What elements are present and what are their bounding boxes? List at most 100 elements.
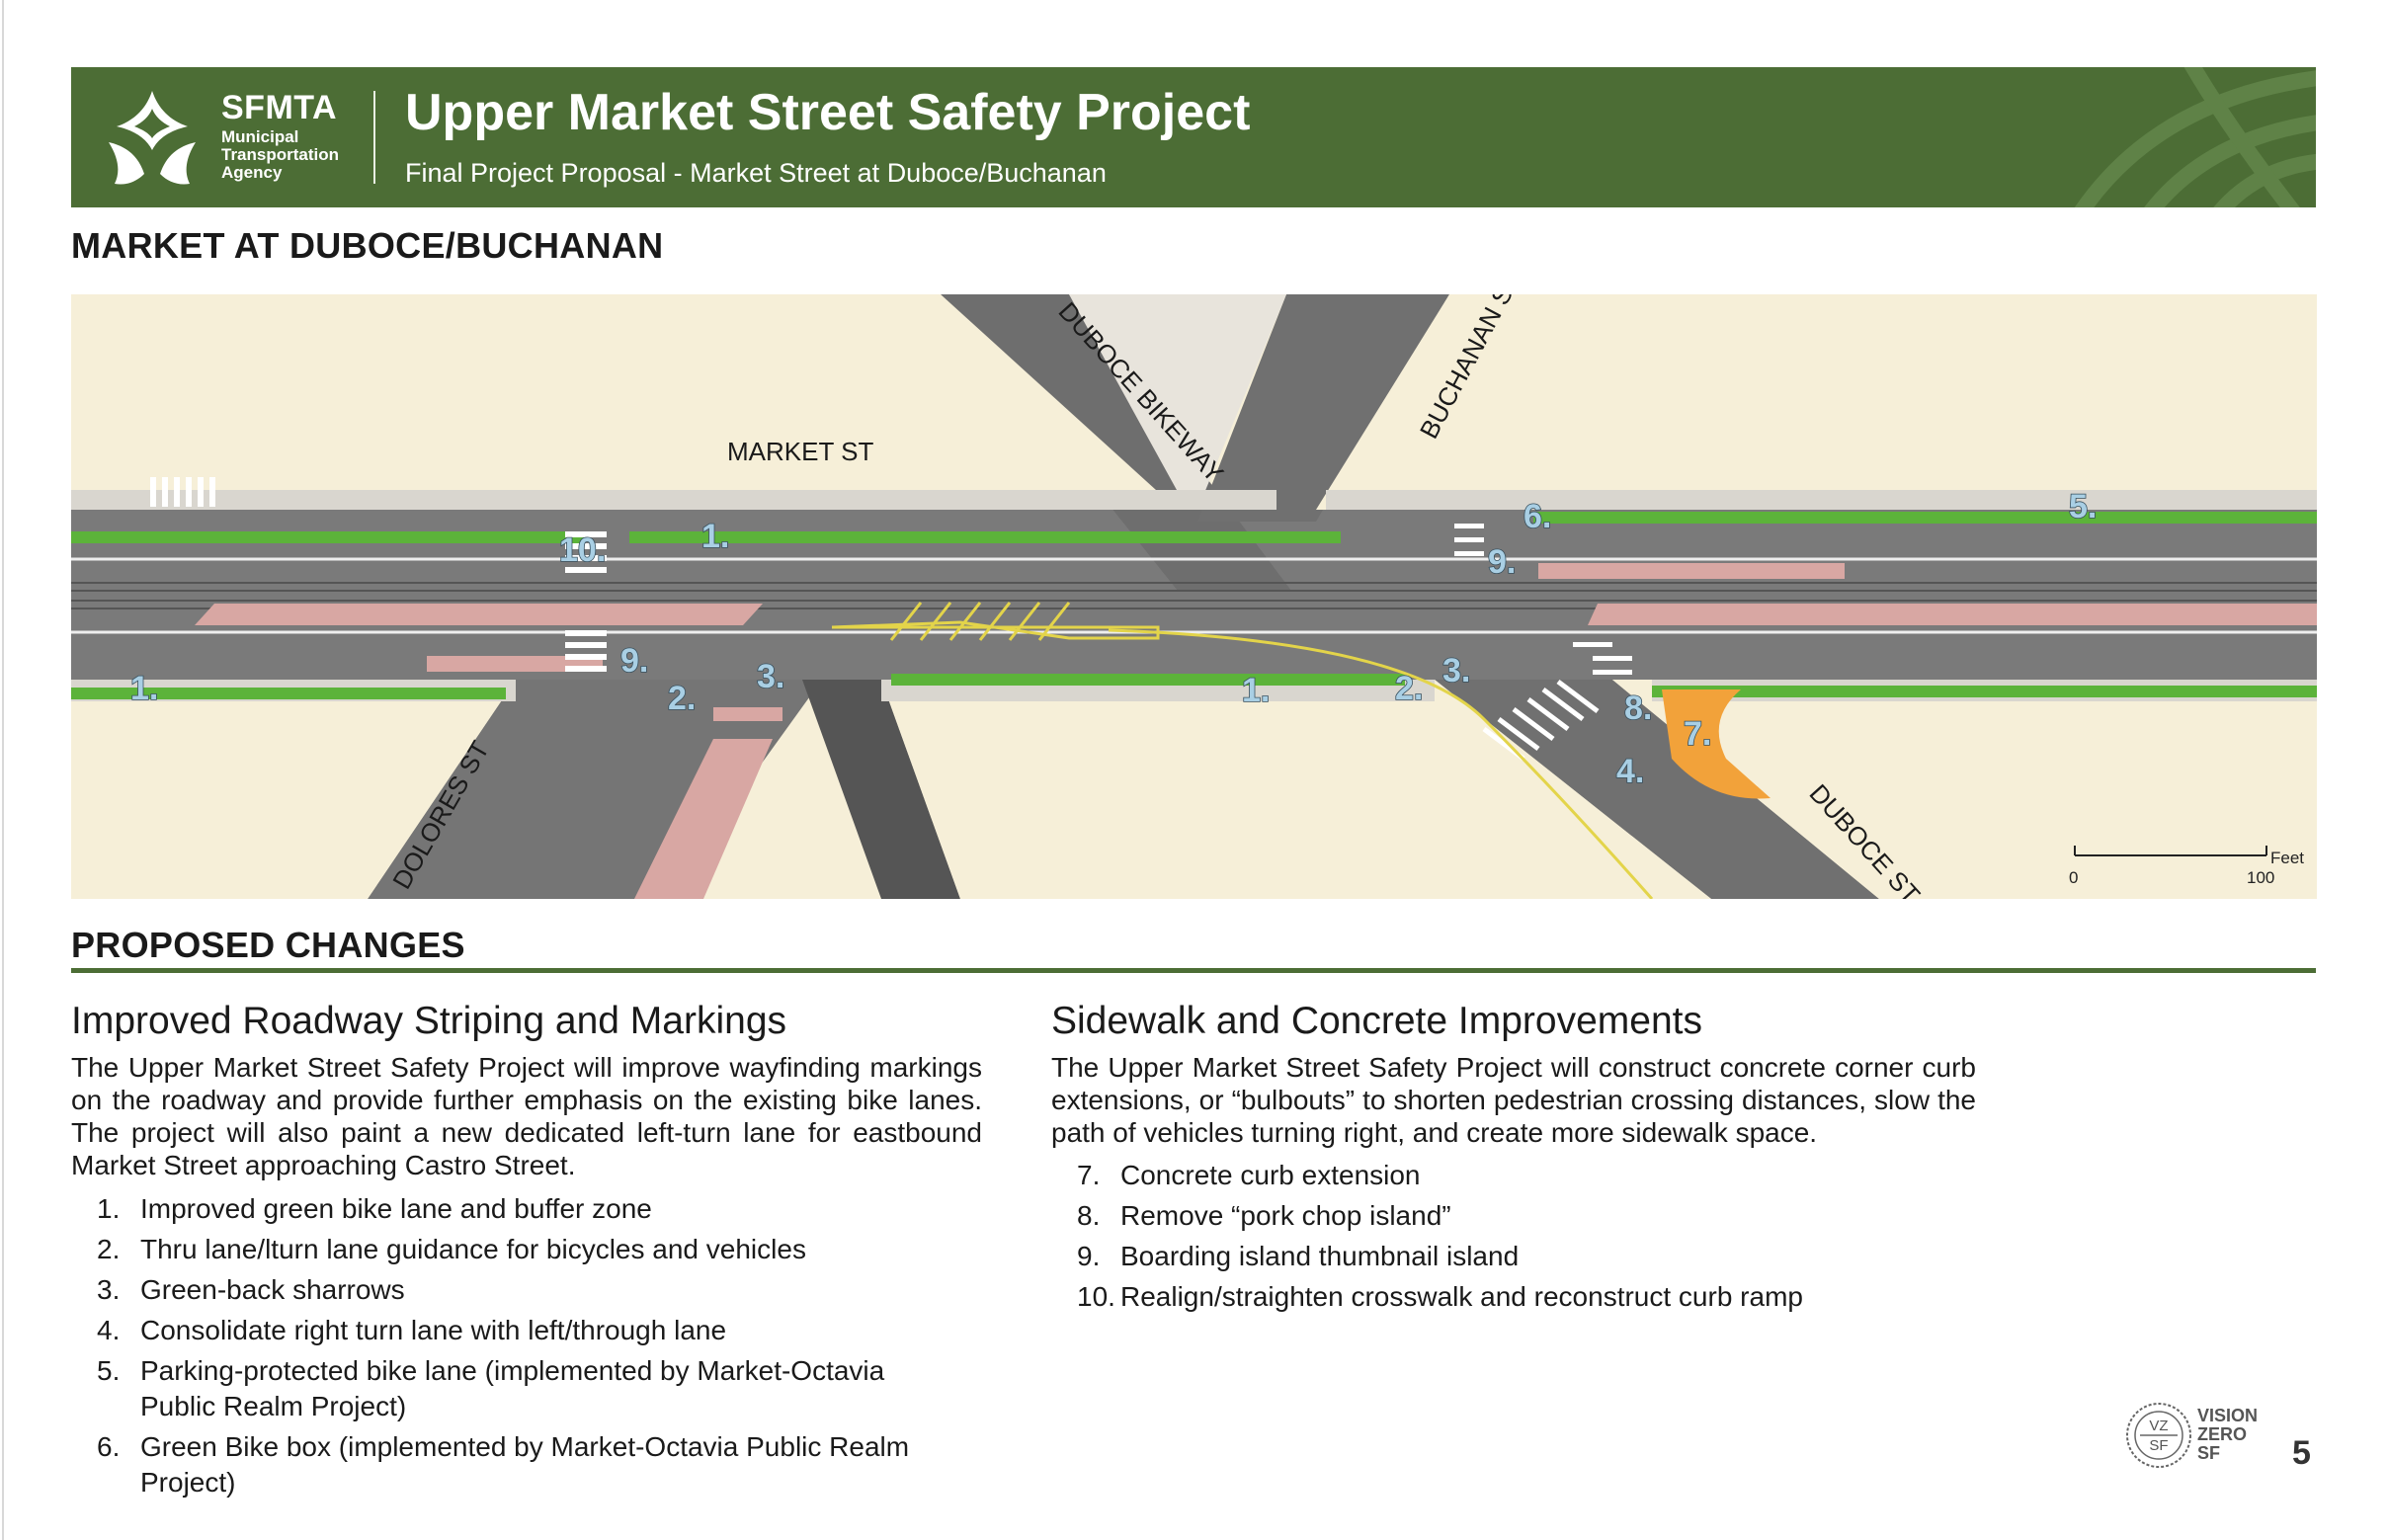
list-item: 4.Consolidate right turn lane with left/… <box>71 1313 960 1348</box>
sidewalk-south <box>881 680 1711 899</box>
right-change-list: 7. Concrete curb extension 8. Remove “pork… <box>1051 1158 1940 1320</box>
header-banner: SFMTA Municipal Transportation Agency Up… <box>71 67 2316 207</box>
list-item-number: 6. <box>97 1431 121 1462</box>
left-column-heading: Improved Roadway Striping and Markings <box>71 1000 787 1042</box>
vz-line-3: SF <box>2197 1443 2221 1463</box>
banner-decoration <box>2074 67 2316 207</box>
list-item: 9. Boarding island thumbnail island <box>1051 1239 1940 1274</box>
vision-zero-logo-text: VISION ZERO SF <box>2197 1407 2258 1463</box>
label-market-st: MARKET ST <box>727 437 873 466</box>
list-item: 8. Remove “pork chop island” <box>1051 1198 1940 1234</box>
org-subtitle: Municipal Transportation Agency <box>221 127 340 182</box>
vision-zero-badge-icon: VZ SF <box>2126 1403 2191 1468</box>
list-item-text: Thru lane/lturn lane guidance for bicycl… <box>140 1234 806 1264</box>
page-number: 5 <box>2292 1434 2311 1472</box>
callout-9-east: 9. <box>1488 543 1516 581</box>
callout-9-west: 9. <box>620 642 648 680</box>
scale-bar <box>2074 846 2267 856</box>
yellow-lane-line <box>1108 628 1654 899</box>
dolores-st-roadway <box>368 680 822 899</box>
intersection-map: MARKET ST DUBOCE BIKEWAY BUCHANAN ST DOL… <box>71 294 2317 899</box>
list-item-text: Concrete curb extension <box>1120 1160 1421 1190</box>
list-item-text: Improved green bike lane and buffer zone <box>140 1193 652 1224</box>
scale-start: 0 <box>2069 868 2078 887</box>
list-item: 7. Concrete curb extension <box>1051 1158 1940 1193</box>
callout-4: 4. <box>1616 753 1644 790</box>
intersection-map-drawing: MARKET ST DUBOCE BIKEWAY BUCHANAN ST DOL… <box>71 294 2317 899</box>
map-section-title: MARKET AT DUBOCE/BUCHANAN <box>71 225 664 266</box>
curb-north <box>71 490 1276 510</box>
boarding-island-small <box>427 656 603 672</box>
list-item: 3.Green-back sharrows <box>71 1272 960 1308</box>
page-title: Upper Market Street Safety Project <box>405 84 1251 141</box>
list-item: 2. Thru lane/lturn lane guidance for bicy… <box>71 1232 960 1267</box>
bike-lane-south-east <box>1652 686 2317 697</box>
left-column-paragraph: The Upper Market Street Safety Project w… <box>71 1052 982 1180</box>
bike-lane-north-east <box>1533 512 2317 524</box>
callout-5: 5. <box>2069 488 2097 526</box>
list-item-text: Boarding island thumbnail island <box>1120 1241 1520 1271</box>
curb-extension <box>1662 689 1770 799</box>
callout-10: 10. <box>559 531 606 569</box>
sidewalk-sw <box>71 680 516 899</box>
changes-section-title: PROPOSED CHANGES <box>71 925 465 965</box>
curb-north-east <box>1326 490 2317 510</box>
callout-1-south: 1. <box>1242 672 1270 709</box>
section-divider <box>71 968 2316 973</box>
list-item-number: 8. <box>1077 1200 1101 1231</box>
list-item: 10.Realign/straighten crosswalk and reco… <box>1051 1279 1940 1315</box>
list-item-number: 4. <box>97 1315 121 1345</box>
buchanan-st-roadway <box>1197 294 1449 522</box>
badge-bottom-text: SF <box>2149 1437 2168 1454</box>
callout-3-east: 3. <box>1442 652 1470 689</box>
boarding-island-mini <box>713 707 782 721</box>
list-item-number: 10. <box>1077 1281 1115 1312</box>
left-change-list: 1. Improved green bike lane and buffer zo… <box>71 1191 960 1505</box>
list-item-number: 5. <box>97 1355 121 1386</box>
callout-3-west: 3. <box>757 658 784 695</box>
list-item-text: Green Bike box (implemented by Market-Oc… <box>140 1431 910 1498</box>
boarding-island-dolores <box>634 739 773 899</box>
right-column-paragraph: The Upper Market Street Safety Project w… <box>1051 1052 1976 1148</box>
page-subtitle: Final Project Proposal - Market Street a… <box>405 158 1107 188</box>
right-column-heading: Sidewalk and Concrete Improvements <box>1051 1000 1702 1042</box>
sfmta-logo-icon <box>109 91 196 185</box>
sidewalk-triangle <box>1069 294 1286 510</box>
yellow-hatch-median <box>831 620 1160 640</box>
list-item-text: Parking-protected bike lane (implemented… <box>140 1355 885 1421</box>
vz-line-2: ZERO <box>2197 1424 2248 1444</box>
boarding-island-northeast <box>1538 563 1845 579</box>
callout-1-north: 1. <box>701 518 729 555</box>
callout-8: 8. <box>1624 689 1652 727</box>
badge-top-text: VZ <box>2149 1418 2168 1434</box>
callout-1-west: 1. <box>130 670 158 707</box>
vz-line-1: VISION <box>2197 1406 2259 1425</box>
list-item: 6. Green Bike box (implemented by Market-… <box>71 1429 960 1500</box>
boarding-island-west <box>195 604 763 625</box>
list-item-number: 3. <box>97 1274 121 1305</box>
list-item: 1. Improved green bike lane and buffer zo… <box>71 1191 960 1227</box>
sidewalk-nw <box>71 294 1178 510</box>
boarding-island-east <box>1588 604 2317 625</box>
list-item-text: Remove “pork chop island” <box>1120 1200 1451 1231</box>
banner-divider <box>373 91 375 184</box>
bike-lane-south-west <box>71 688 506 699</box>
bike-lane-north <box>629 531 1341 543</box>
list-item-number: 7. <box>1077 1160 1101 1190</box>
bike-lane-south <box>891 674 1405 686</box>
list-item-number: 2. <box>97 1234 121 1264</box>
callout-2-east: 2. <box>1395 670 1423 707</box>
callout-7: 7. <box>1684 715 1711 753</box>
page-edge <box>2 0 4 1540</box>
sidewalk-ne <box>1316 294 2317 510</box>
sidewalk-se <box>1612 680 2317 899</box>
list-item-number: 1. <box>97 1193 121 1224</box>
callout-2-west: 2. <box>668 680 696 717</box>
side-street-roadway <box>802 680 960 899</box>
bike-lane-north-west <box>71 531 585 543</box>
scale-unit: Feet <box>2270 849 2304 867</box>
scale-end: 100 <box>2247 868 2274 887</box>
list-item: 5. Parking-protected bike lane (implement… <box>71 1353 960 1424</box>
list-item-number: 9. <box>1077 1241 1101 1271</box>
org-name: SFMTA <box>221 89 338 126</box>
